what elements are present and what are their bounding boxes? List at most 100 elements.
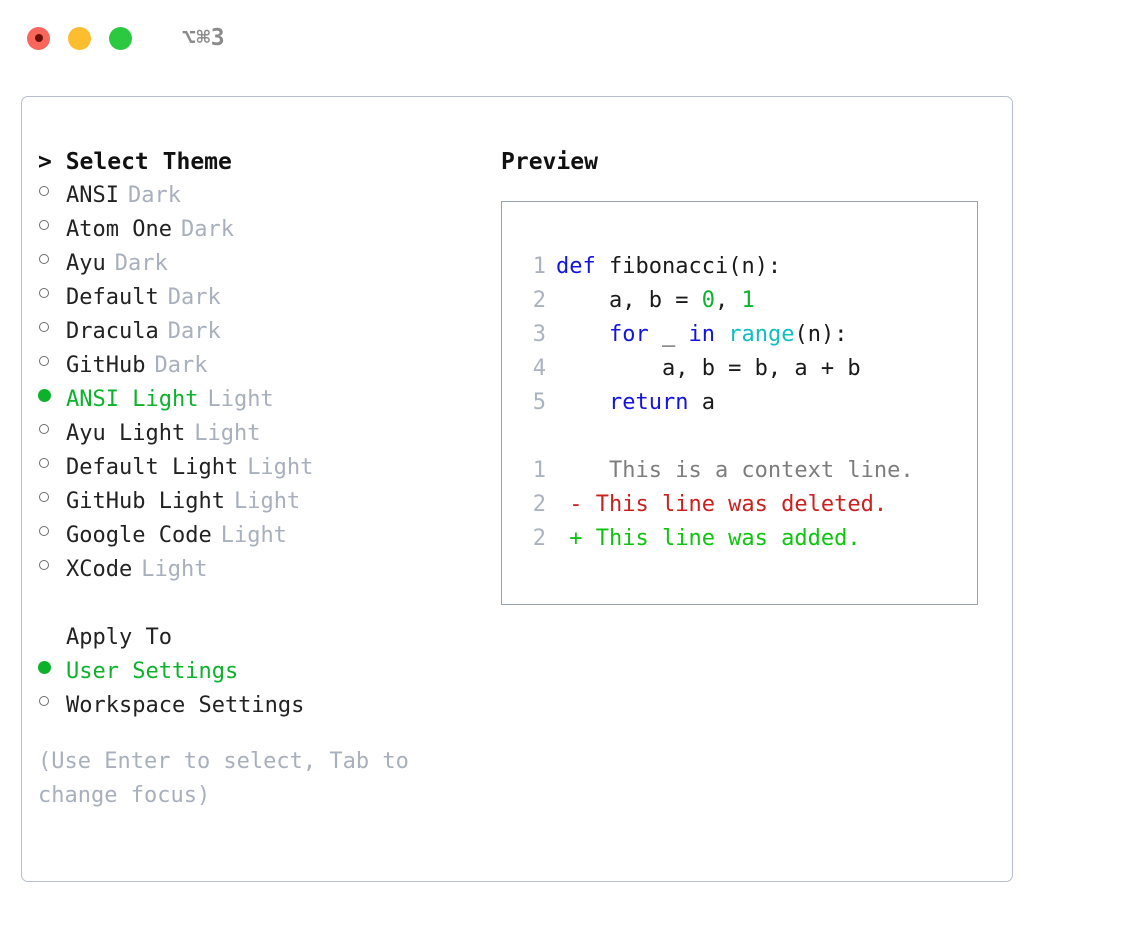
theme-option-label: Atom One xyxy=(66,217,172,242)
code-line-content: for _ in range(n): xyxy=(556,318,847,352)
code-token-txt: a xyxy=(688,390,715,415)
theme-category-label: Light xyxy=(247,455,314,480)
code-token-num: 0 xyxy=(701,288,715,313)
maximize-icon[interactable] xyxy=(109,26,132,50)
radio-shape xyxy=(39,424,49,434)
theme-option-10[interactable]: Google Code Light xyxy=(38,519,478,553)
theme-option-label: Dracula xyxy=(66,319,159,344)
code-line-number: 1 xyxy=(532,254,546,279)
theme-option-4[interactable]: Dracula Dark xyxy=(38,315,478,349)
theme-option-label: GitHub Light xyxy=(66,489,225,514)
apply-to-label: Apply To xyxy=(66,625,172,650)
code-token-txt xyxy=(715,322,728,347)
code-line: 3 for _ in range(n): xyxy=(516,318,914,352)
code-token-txt: (n): xyxy=(794,322,848,347)
diff-line-add: 2 + This line was added. xyxy=(516,522,914,556)
radio-shape xyxy=(39,322,49,332)
minimize-icon[interactable] xyxy=(68,26,91,50)
theme-category-label: Light xyxy=(220,523,287,548)
code-token-txt: _ xyxy=(648,322,689,347)
theme-option-label: Default xyxy=(66,285,159,310)
title-bar: ⌥⌘3 xyxy=(0,0,1140,76)
theme-option-label: Default Light xyxy=(66,455,239,480)
code-token-kw: return xyxy=(608,390,689,415)
diff-line-del: 2 - This line was deleted. xyxy=(516,488,914,522)
close-icon[interactable] xyxy=(27,26,50,50)
diff-line-content: This is a context line. xyxy=(556,458,914,483)
code-token-kw: in xyxy=(688,322,715,347)
theme-category-label: Dark xyxy=(167,285,221,310)
theme-option-label: Ayu Light xyxy=(66,421,186,446)
theme-option-label: GitHub xyxy=(66,353,146,378)
code-token-txt xyxy=(556,322,609,347)
theme-category-label: Dark xyxy=(114,251,168,276)
code-line: 4 a, b = b, a + b xyxy=(516,352,914,386)
apply-to-option-label: User Settings xyxy=(66,659,239,684)
list-spacer xyxy=(38,587,478,621)
theme-option-label: Google Code xyxy=(66,523,212,548)
code-token-txt xyxy=(556,390,609,415)
theme-category-label: Dark xyxy=(180,217,234,242)
code-blank-line xyxy=(516,420,914,454)
diff-line-content: + This line was added. xyxy=(556,526,861,551)
theme-category-label: Dark xyxy=(167,319,221,344)
diff-line-content: - This line was deleted. xyxy=(556,492,888,517)
traffic-lights xyxy=(27,26,132,50)
radio-shape xyxy=(39,356,49,366)
radio-shape xyxy=(39,254,49,264)
diff-line-ctx: 1 This is a context line. xyxy=(516,454,914,488)
theme-option-5[interactable]: GitHub Dark xyxy=(38,349,478,383)
code-token-txt: a, b = xyxy=(556,288,702,313)
radio-shape xyxy=(39,288,49,298)
radio-shape xyxy=(39,458,49,468)
theme-option-7[interactable]: Ayu Light Light xyxy=(38,417,478,451)
apply-to-option-1[interactable]: Workspace Settings xyxy=(38,689,478,723)
theme-option-6[interactable]: ANSI Light Light xyxy=(38,383,478,417)
radio-shape xyxy=(39,560,49,570)
theme-option-1[interactable]: Atom One Dark xyxy=(38,213,478,247)
theme-category-label: Dark xyxy=(127,183,181,208)
theme-category-label: Light xyxy=(207,387,274,412)
code-line-content: def fibonacci(n): xyxy=(556,250,781,284)
code-line-content: return a xyxy=(556,386,715,420)
radio-shape xyxy=(39,526,49,536)
theme-category-label: Dark xyxy=(154,353,208,378)
radio-shape xyxy=(39,220,49,230)
radio-shape xyxy=(39,186,49,196)
theme-option-label: XCode xyxy=(66,557,133,582)
code-token-num: 1 xyxy=(741,288,755,313)
keyboard-hint-text: (Use Enter to select, Tab to change focu… xyxy=(38,749,409,808)
code-line-number: 2 xyxy=(532,288,546,313)
theme-option-3[interactable]: Default Dark xyxy=(38,281,478,315)
code-token-fn: range xyxy=(728,322,795,347)
theme-option-8[interactable]: Default Light Light xyxy=(38,451,478,485)
theme-category-label: Light xyxy=(233,489,301,514)
diff-line-number: 2 xyxy=(532,492,546,517)
code-line-content: a, b = b, a + b xyxy=(556,352,861,386)
apply-to-option-0[interactable]: User Settings xyxy=(38,655,478,689)
diff-line-number: 1 xyxy=(532,458,546,483)
apply-to-option-label: Workspace Settings xyxy=(66,693,305,718)
theme-category-label: Light xyxy=(194,421,261,446)
code-line-content: a, b = 0, 1 xyxy=(556,284,755,318)
theme-option-9[interactable]: GitHub Light Light xyxy=(38,485,478,519)
code-line: 5 return a xyxy=(516,386,914,420)
radio-shape xyxy=(38,389,51,402)
select-theme-title: > Select Theme xyxy=(38,149,232,175)
code-line-number: 3 xyxy=(532,322,546,347)
diff-line-number: 2 xyxy=(532,526,546,551)
code-token-txt: a, b = b, a + b xyxy=(556,356,861,381)
radio-shape xyxy=(38,661,51,674)
code-line: 2 a, b = 0, 1 xyxy=(516,284,914,318)
theme-option-label: ANSI Light xyxy=(66,387,199,412)
